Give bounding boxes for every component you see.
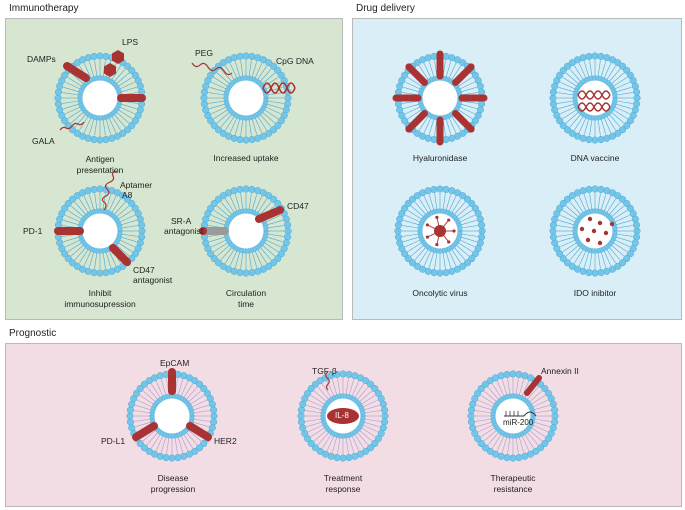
- inhibit-caption-1: Inhibit: [88, 288, 112, 298]
- hyaluronidase-caption: Hyaluronidase: [412, 153, 468, 163]
- pd-l1-label: PD-L1: [101, 436, 126, 446]
- uptake-caption: Increased uptake: [213, 153, 279, 163]
- therapeutic-caption-2: resistance: [493, 484, 533, 494]
- hyaluronidase-protein: [405, 63, 428, 86]
- cd47-label: CD47: [287, 201, 309, 211]
- aptamer-label-1: Aptamer: [120, 180, 153, 190]
- increased-uptake-liposome: [200, 52, 292, 144]
- ido-caption: IDO inibitor: [573, 288, 617, 298]
- her2-protein: [186, 422, 212, 441]
- circulation-caption-1: Circulation: [225, 288, 267, 298]
- circulation-caption-2: time: [237, 299, 255, 309]
- aptamer-label-2: A8: [122, 190, 133, 200]
- cd47-antagonist-protein: [109, 244, 131, 266]
- ido-inhibitor-dots: [579, 216, 615, 246]
- hyaluronidase-protein: [452, 110, 475, 133]
- tgf-beta-label: TGF-β: [312, 366, 337, 376]
- lps-hexagons: [104, 50, 124, 77]
- disease-caption-2: progression: [150, 484, 196, 494]
- virus-spike: [452, 229, 456, 233]
- dna-vaccine-liposome: [549, 52, 641, 144]
- treatment-caption-1: Treatment: [323, 473, 363, 483]
- sr-a-label-1: SR-A: [171, 216, 192, 226]
- oncolytic-caption: Oncolytic virus: [412, 288, 468, 298]
- virus-spike: [435, 215, 439, 219]
- immunotherapy-panel: [5, 18, 343, 320]
- pd-l1-protein: [132, 422, 158, 441]
- therapeutic-caption-1: Therapeutic: [490, 473, 536, 483]
- hyaluronidase-protein: [452, 63, 475, 86]
- annexin-ii-label: Annexin II: [541, 366, 579, 376]
- antigen-caption-1: Antigen: [85, 154, 115, 164]
- treatment-response-liposome: [297, 370, 389, 462]
- disease-progression-liposome: [126, 370, 218, 462]
- dna-vaccine-helices: [577, 90, 611, 112]
- virus-spike: [435, 243, 439, 247]
- virus-spike: [447, 218, 451, 222]
- il8-cargo: [327, 408, 359, 424]
- annexin-ii-protein: [524, 375, 542, 396]
- tgf-beta-chain: [325, 371, 330, 391]
- antigen-caption-2: presentation: [76, 165, 124, 175]
- sr-a-label-2: antagonist: [164, 226, 204, 236]
- epcam-label: EpCAM: [160, 358, 190, 368]
- cd47-antagonist-label-1: CD47: [133, 265, 155, 275]
- circulation-time-liposome: [200, 185, 292, 277]
- her2-label: HER2: [214, 436, 237, 446]
- peg-label: PEG: [195, 48, 213, 58]
- inhibit-caption-2: immunosupression: [64, 299, 136, 309]
- mir-200-hairpin: [504, 411, 537, 417]
- hyaluronidase-protein: [405, 110, 428, 133]
- mir-200-label: miR-200: [503, 418, 534, 427]
- cd47-antagonist-label-2: antagonist: [133, 275, 173, 285]
- aptamer-chain: [101, 170, 118, 211]
- antigen-presentation-liposome: [54, 52, 146, 144]
- cpg-dna-helix: [262, 82, 296, 94]
- drug-delivery-title: Drug delivery: [356, 3, 415, 14]
- peg-chain: [191, 62, 233, 76]
- hyaluronidase-proteins: [392, 50, 488, 146]
- dna-vaccine-caption: DNA vaccine: [570, 153, 620, 163]
- prognostic-title: Prognostic: [9, 328, 57, 339]
- virus-spike: [447, 240, 451, 244]
- il8-label: IL-8: [335, 411, 349, 420]
- pd1-label: PD-1: [23, 226, 43, 236]
- damps-label: DAMPs: [27, 54, 56, 64]
- sr-a-antagonist: [199, 227, 229, 235]
- lps-label: LPS: [122, 37, 139, 47]
- immunotherapy-title: Immunotherapy: [9, 3, 79, 14]
- gala-peptide: [59, 121, 85, 131]
- cpg-dna-label: CpG DNA: [276, 56, 314, 66]
- virus-spike: [425, 223, 429, 227]
- virus-spike: [425, 235, 429, 239]
- cd47-protein: [255, 206, 284, 223]
- treatment-caption-2: response: [325, 484, 361, 494]
- damps-protein: [63, 62, 90, 82]
- oncolytic-virus: [425, 215, 456, 247]
- gala-label: GALA: [32, 136, 55, 146]
- disease-caption-1: Disease: [157, 473, 189, 483]
